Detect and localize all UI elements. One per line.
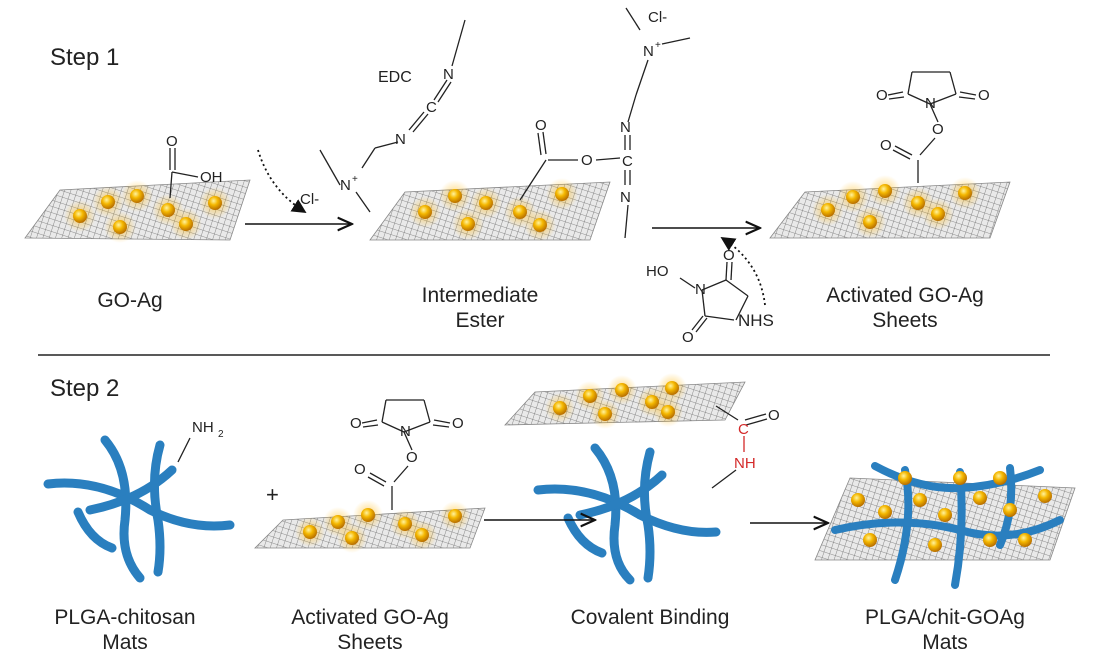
edc-c: C (426, 99, 437, 116)
edc-plus-sup: + (352, 174, 358, 185)
ester-plus-sup: + (655, 40, 661, 51)
edc-structure (319, 19, 466, 213)
amide-linkage (711, 405, 768, 489)
chitosan-mat (43, 435, 235, 583)
activated-sheet-step2 (254, 500, 486, 553)
carboxyl-group (169, 148, 199, 199)
edc-addition-arrow (257, 149, 307, 213)
label-intermediate-1: Intermediate (421, 284, 539, 307)
carboxyl-o: O (166, 133, 178, 150)
amide-o: O (768, 407, 780, 424)
label-activated-1: Activated GO-Ag (826, 284, 984, 307)
act-o-left: O (876, 87, 888, 104)
label-covalent: Covalent Binding (570, 606, 730, 629)
act-n: N (925, 95, 936, 112)
act2-o-carbonyl: O (354, 461, 366, 478)
act2-o-left: O (350, 415, 362, 432)
edc-n-plus: N (340, 177, 351, 194)
ester-n-plus: N (643, 43, 654, 60)
step2-title: Step 2 (50, 375, 120, 402)
nhs-addition-arrow (720, 237, 766, 306)
edc-n1: N (443, 66, 454, 83)
label-activated-2: Sheets (872, 309, 938, 332)
label-final-1: PLGA/chit-GOAg (865, 606, 1025, 629)
activated-sheet-step1 (769, 175, 1011, 239)
label-final-2: Mats (922, 631, 968, 654)
edc-label: EDC (378, 69, 412, 86)
label-activated2-2: Sheets (337, 631, 403, 654)
ester-n-lower: N (620, 189, 631, 206)
carboxyl-oh: OH (200, 169, 223, 186)
nhs-o-bottom: O (682, 329, 694, 346)
nhs-n: N (695, 281, 706, 298)
act2-o-right: O (452, 415, 464, 432)
plus-sign: + (266, 482, 279, 507)
step1-title: Step 1 (50, 44, 120, 71)
nhs-o-top: O (723, 247, 735, 264)
amine-bond (177, 437, 191, 463)
label-activated2-1: Activated GO-Ag (291, 606, 449, 629)
go-ag-sheet (24, 179, 251, 243)
amine-sub2: 2 (218, 429, 224, 440)
activated-ester-group-2 (361, 399, 451, 510)
act-o-right: O (978, 87, 990, 104)
ester-cl: Cl- (648, 9, 667, 26)
amide-c: C (738, 421, 749, 438)
ester-o: O (581, 152, 593, 169)
edc-n2: N (395, 131, 406, 148)
label-go-ag: GO-Ag (97, 289, 163, 312)
composite-mat (814, 462, 1076, 589)
nhs-ho: HO (646, 263, 669, 280)
ester-c: C (622, 153, 633, 170)
amine-nh: NH (192, 419, 214, 436)
label-plga-2: Mats (102, 631, 148, 654)
amide-nh: NH (734, 455, 756, 472)
act-o-bridge: O (932, 121, 944, 138)
act2-n: N (400, 423, 411, 440)
label-plga-1: PLGA-chitosan (54, 606, 196, 629)
intermediate-ester-sheet (369, 178, 611, 241)
ester-o-carbonyl: O (535, 117, 547, 134)
bound-chitosan-mat (533, 443, 721, 585)
ester-n-upper: N (620, 119, 631, 136)
act-o-carbonyl: O (880, 137, 892, 154)
nhs-label: NHS (738, 311, 774, 330)
nhs-structure (679, 261, 749, 333)
act2-o-bridge: O (406, 449, 418, 466)
activated-ester-group (887, 71, 977, 183)
label-intermediate-2: Ester (455, 309, 505, 332)
ester-structure (519, 7, 691, 239)
bound-sheet (504, 373, 746, 429)
edc-cl: Cl- (300, 191, 319, 208)
